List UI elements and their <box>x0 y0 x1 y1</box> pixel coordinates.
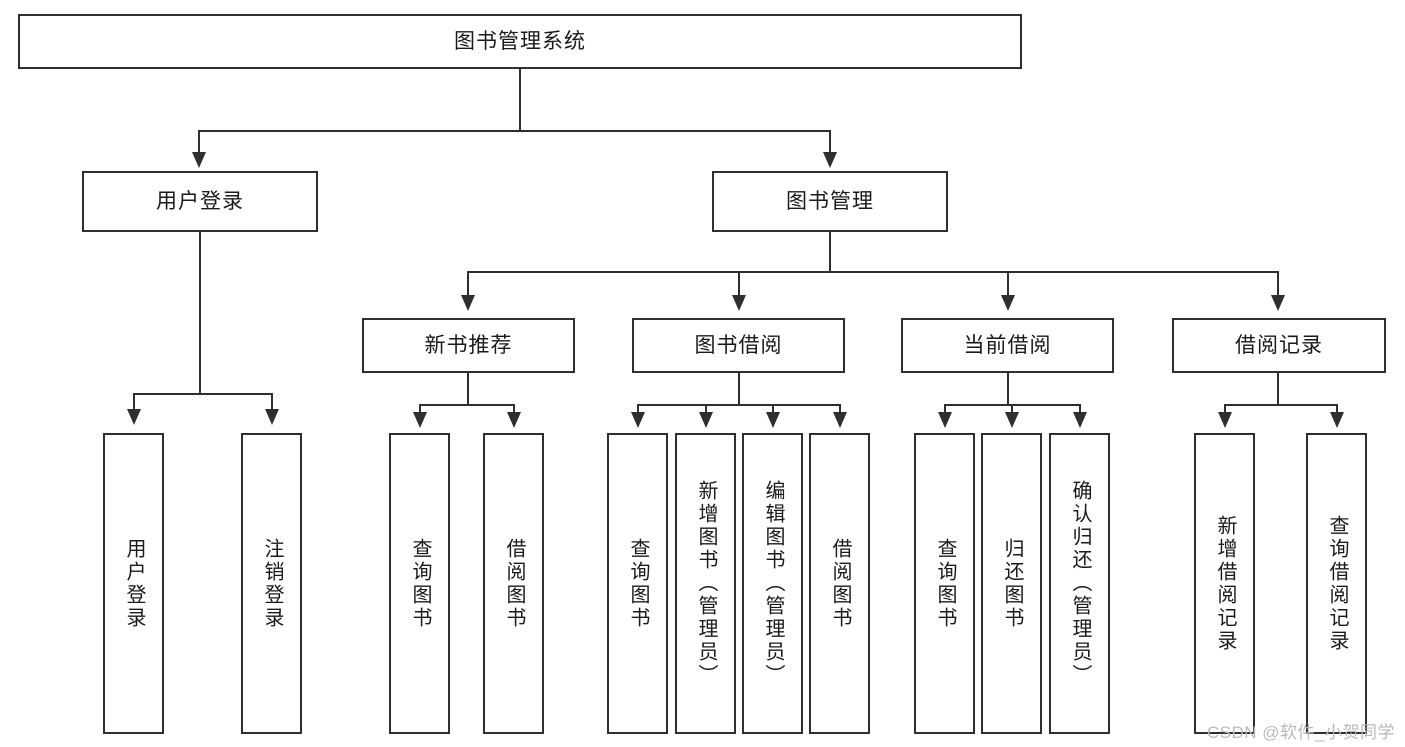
arrow-cb-to-return-book <box>1005 412 1019 428</box>
node-label: 图书借阅 <box>694 333 783 357</box>
connector-root-to-book-management <box>829 130 831 154</box>
connector-bb-bus <box>637 404 840 406</box>
arrow-bb-to-add-book <box>699 412 713 428</box>
leaf-logout[interactable]: 注销登录 <box>241 433 302 734</box>
leaf-cb-query-book[interactable]: 查询图书 <box>914 433 975 734</box>
connector-book-management-stem <box>829 232 831 272</box>
node-label: 新增借阅记录 <box>1214 514 1236 653</box>
connector-bm-drop-1 <box>467 271 469 297</box>
arrow-br-to-add-record <box>1218 412 1232 428</box>
connector-nbr-bus <box>419 404 515 406</box>
connector-bm-drop-2 <box>738 271 740 297</box>
arrow-to-leaf-logout <box>265 409 279 425</box>
leaf-user-login[interactable]: 用户登录 <box>103 433 164 734</box>
node-label: 用户登录 <box>156 189 244 213</box>
node-label: 当前借阅 <box>963 333 1052 357</box>
leaf-cb-confirm-return-admin[interactable]: 确认归还（管理员） <box>1049 433 1110 734</box>
arrow-cb-to-confirm-return <box>1073 412 1087 428</box>
leaf-br-add-record[interactable]: 新增借阅记录 <box>1194 433 1255 734</box>
connector-root-to-user-login <box>198 130 200 154</box>
node-label: 图书管理系统 <box>454 29 586 53</box>
arrow-to-new-book-recommend <box>461 295 475 311</box>
connector-br-drop-1 <box>1224 404 1226 414</box>
arrow-nbr-to-borrow-book <box>507 412 521 428</box>
arrow-cb-to-query-book <box>938 412 952 428</box>
leaf-bb-add-book-admin[interactable]: 新增图书（管理员） <box>675 433 736 734</box>
connector-nbr-stem <box>467 373 469 405</box>
connector-bb-drop-3 <box>772 404 774 414</box>
connector-user-login-bus <box>133 393 272 395</box>
arrow-root-to-user-login <box>192 152 206 168</box>
leaf-nbr-query-book[interactable]: 查询图书 <box>389 433 450 734</box>
csdn-watermark: CSDN @软件_小贺同学 <box>1206 723 1395 742</box>
arrow-to-borrow-record <box>1271 295 1285 311</box>
arrow-bb-to-edit-book <box>766 412 780 428</box>
connector-book-management-bus <box>467 271 1278 273</box>
connector-nbr-drop-2 <box>513 404 515 414</box>
connector-br-drop-2 <box>1336 404 1338 414</box>
node-label: 查询借阅记录 <box>1326 514 1348 653</box>
leaf-cb-return-book[interactable]: 归还图书 <box>981 433 1042 734</box>
node-label: 确认归还（管理员） <box>1069 480 1091 687</box>
node-label: 借阅图书 <box>829 537 851 630</box>
connector-cb-drop-3 <box>1079 404 1081 414</box>
node-current-borrow[interactable]: 当前借阅 <box>901 318 1114 373</box>
node-label: 注销登录 <box>261 537 283 630</box>
node-book-borrow[interactable]: 图书借阅 <box>632 318 845 373</box>
node-label: 新书推荐 <box>424 333 513 357</box>
arrow-to-current-borrow <box>1001 295 1015 311</box>
leaf-bb-borrow-book[interactable]: 借阅图书 <box>809 433 870 734</box>
node-label: 用户登录 <box>123 537 145 630</box>
arrow-bb-to-borrow-book <box>833 412 847 428</box>
node-user-login[interactable]: 用户登录 <box>82 171 318 232</box>
node-label: 编辑图书（管理员） <box>762 480 784 687</box>
connector-root-bus <box>198 130 831 132</box>
connector-bb-drop-1 <box>637 404 639 414</box>
connector-user-login-stem <box>199 232 201 394</box>
arrow-to-book-borrow <box>732 295 746 311</box>
node-new-book-recommend[interactable]: 新书推荐 <box>362 318 575 373</box>
arrow-bb-to-query-book <box>631 412 645 428</box>
arrow-to-leaf-user-login <box>127 409 141 425</box>
node-book-management[interactable]: 图书管理 <box>712 171 948 232</box>
leaf-bb-edit-book-admin[interactable]: 编辑图书（管理员） <box>742 433 803 734</box>
node-label: 借阅记录 <box>1235 333 1323 357</box>
arrow-nbr-to-query-book <box>413 412 427 428</box>
connector-br-stem <box>1277 373 1279 405</box>
node-borrow-record[interactable]: 借阅记录 <box>1172 318 1386 373</box>
connector-bb-drop-2 <box>705 404 707 414</box>
connector-cb-drop-2 <box>1011 404 1013 414</box>
node-label: 查询图书 <box>934 537 956 630</box>
connector-bm-drop-3 <box>1007 271 1009 297</box>
node-label: 查询图书 <box>627 537 649 630</box>
node-label: 图书管理 <box>786 189 874 213</box>
node-label: 查询图书 <box>409 537 431 630</box>
leaf-br-query-record[interactable]: 查询借阅记录 <box>1306 433 1367 734</box>
connector-bb-drop-4 <box>839 404 841 414</box>
connector-bb-stem <box>738 373 740 405</box>
connector-root-stem <box>519 69 521 131</box>
arrow-root-to-book-management <box>823 152 837 168</box>
leaf-nbr-borrow-book[interactable]: 借阅图书 <box>483 433 544 734</box>
leaf-bb-query-book[interactable]: 查询图书 <box>607 433 668 734</box>
node-label: 归还图书 <box>1001 537 1023 630</box>
connector-bm-drop-4 <box>1277 271 1279 297</box>
connector-nbr-drop-1 <box>419 404 421 414</box>
connector-cb-drop-1 <box>944 404 946 414</box>
node-label: 借阅图书 <box>503 537 525 630</box>
connector-user-login-drop-2 <box>271 393 273 411</box>
connector-br-bus <box>1224 404 1338 406</box>
node-root-book-management-system[interactable]: 图书管理系统 <box>18 14 1022 69</box>
arrow-br-to-query-record <box>1330 412 1344 428</box>
node-label: 新增图书（管理员） <box>695 480 717 687</box>
connector-user-login-drop-1 <box>133 393 135 411</box>
connector-cb-stem <box>1007 373 1009 405</box>
